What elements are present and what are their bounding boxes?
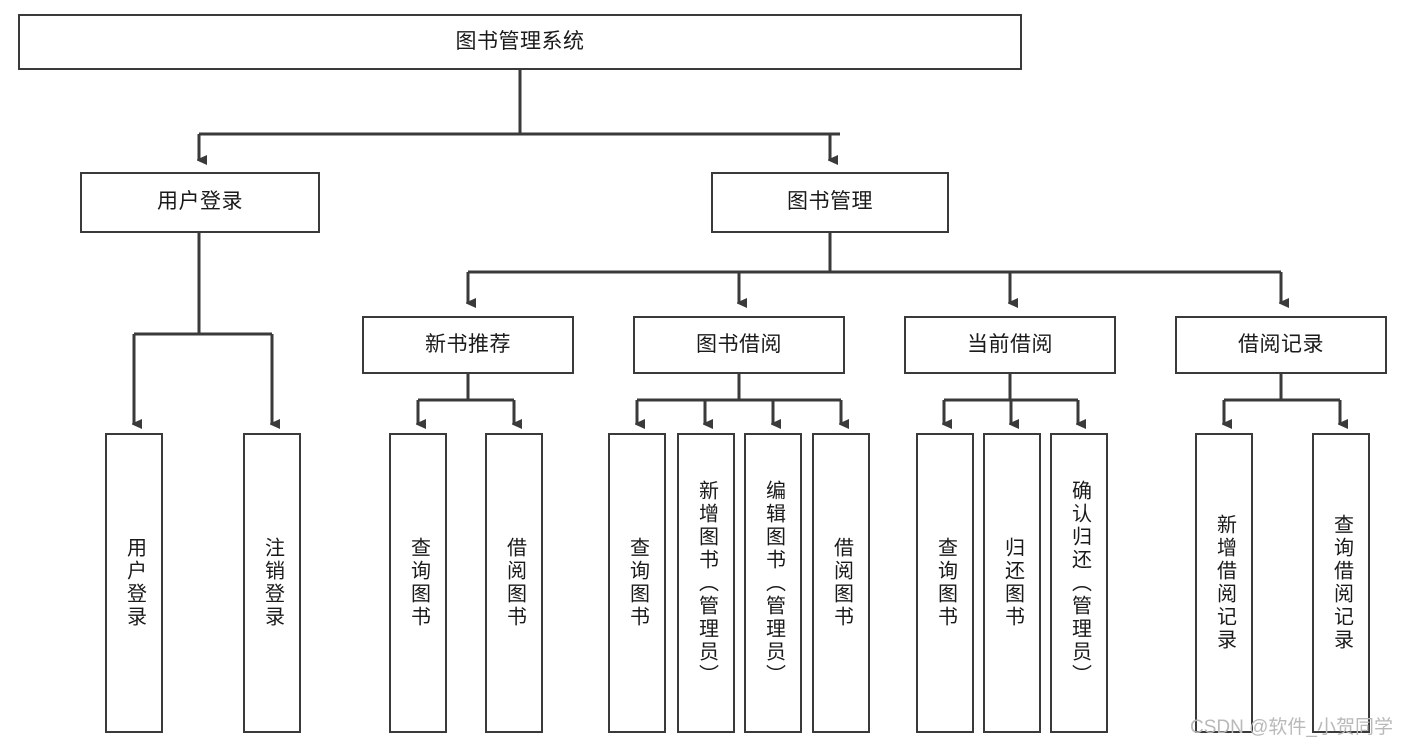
node-leaf-logout-label: 注销登录 (261, 537, 284, 629)
node-leaf-query-book-2[interactable]: 查询图书 (608, 433, 666, 733)
node-leaf-borrow-book-2[interactable]: 借阅图书 (812, 433, 870, 733)
node-current-borrow-label: 当前借阅 (967, 332, 1053, 356)
node-leaf-query-book-1-label: 查询图书 (407, 537, 430, 629)
node-leaf-logout[interactable]: 注销登录 (243, 433, 301, 733)
node-leaf-query-book-2-label: 查询图书 (626, 537, 649, 629)
node-leaf-edit-book[interactable]: 编辑图书（管理员） (744, 433, 802, 733)
node-leaf-user-login[interactable]: 用户登录 (105, 433, 163, 733)
watermark-text: CSDN @软件_小贺同学 (1190, 717, 1393, 738)
node-user-login[interactable]: 用户登录 (80, 172, 320, 233)
node-leaf-user-login-label: 用户登录 (123, 537, 146, 629)
node-leaf-add-book-label: 新增图书（管理员） (695, 479, 718, 687)
node-new-book-recommend-label: 新书推荐 (425, 332, 511, 356)
node-leaf-return-book-label: 归还图书 (1001, 537, 1024, 629)
node-new-book-recommend[interactable]: 新书推荐 (362, 316, 574, 374)
node-leaf-edit-book-label: 编辑图书（管理员） (762, 479, 785, 687)
node-leaf-borrow-book-1[interactable]: 借阅图书 (485, 433, 543, 733)
node-leaf-query-record[interactable]: 查询借阅记录 (1312, 433, 1370, 733)
node-leaf-query-book-3-label: 查询图书 (934, 537, 957, 629)
node-leaf-add-record[interactable]: 新增借阅记录 (1195, 433, 1253, 733)
node-leaf-borrow-book-1-label: 借阅图书 (503, 537, 526, 629)
node-leaf-add-book[interactable]: 新增图书（管理员） (677, 433, 735, 733)
node-borrow-record-label: 借阅记录 (1238, 332, 1324, 356)
node-borrow-record[interactable]: 借阅记录 (1175, 316, 1387, 374)
node-leaf-confirm-return[interactable]: 确认归还（管理员） (1050, 433, 1108, 733)
node-leaf-query-record-label: 查询借阅记录 (1330, 514, 1353, 652)
node-user-login-label: 用户登录 (157, 190, 243, 214)
node-leaf-confirm-return-label: 确认归还（管理员） (1068, 479, 1091, 687)
node-book-manage[interactable]: 图书管理 (711, 172, 949, 233)
node-root-label: 图书管理系统 (455, 29, 585, 53)
node-book-borrow-label: 图书借阅 (696, 332, 782, 356)
node-book-borrow[interactable]: 图书借阅 (633, 316, 845, 374)
node-leaf-return-book[interactable]: 归还图书 (983, 433, 1041, 733)
node-book-manage-label: 图书管理 (787, 190, 873, 214)
node-current-borrow[interactable]: 当前借阅 (904, 316, 1116, 374)
node-leaf-query-book-3[interactable]: 查询图书 (916, 433, 974, 733)
node-leaf-add-record-label: 新增借阅记录 (1213, 514, 1236, 652)
node-leaf-borrow-book-2-label: 借阅图书 (830, 537, 853, 629)
node-root[interactable]: 图书管理系统 (18, 14, 1022, 70)
node-leaf-query-book-1[interactable]: 查询图书 (389, 433, 447, 733)
